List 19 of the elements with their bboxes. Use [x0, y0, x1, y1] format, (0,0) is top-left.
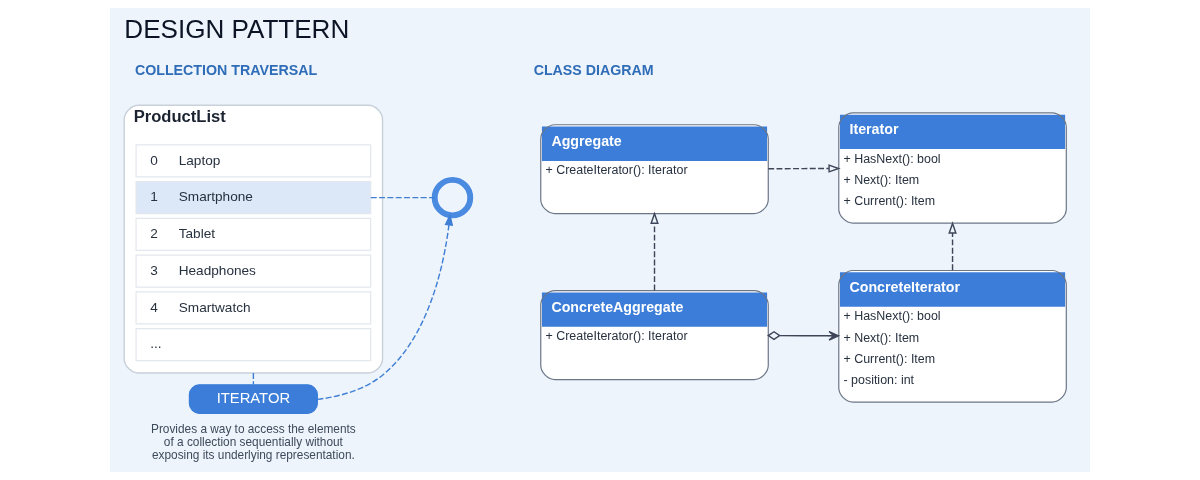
connector [370, 196, 436, 199]
node-box: 0 Laptop [135, 144, 372, 178]
node-box: 1 Smartphone [135, 181, 372, 215]
node-box: ... [135, 328, 372, 362]
node-box: 3 Headphones [135, 254, 372, 288]
arrow [650, 211, 659, 292]
label: CLASS DIAGRAM [533, 62, 654, 79]
node-box: 4 Smartwatch [135, 291, 372, 325]
node-circle [431, 176, 474, 219]
node-box: 2 Tablet [135, 217, 372, 251]
arrow [767, 330, 840, 341]
node-label: Provides a way to access the elements of a collection sequentially without exposing its underlying representation. [151, 421, 356, 462]
arrow [948, 221, 957, 271]
node-box: ITERATOR [188, 384, 318, 414]
label: COLLECTION TRAVERSAL [134, 62, 318, 79]
connector [252, 372, 255, 386]
diagram-title: DESIGN PATTERN [124, 14, 350, 45]
arrow [316, 213, 454, 401]
arrow [767, 164, 841, 173]
